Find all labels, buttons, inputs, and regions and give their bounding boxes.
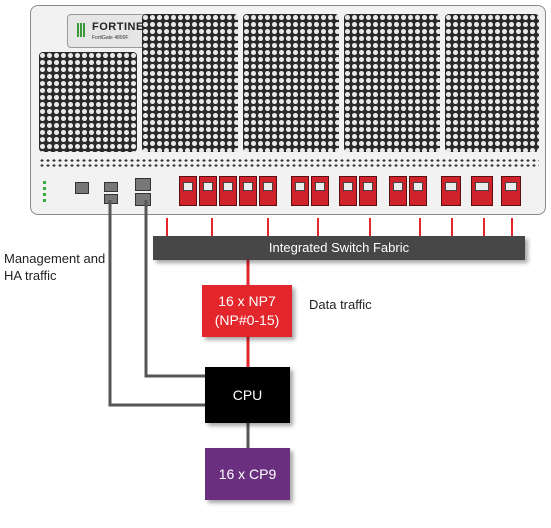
- data-traffic-label: Data traffic: [309, 297, 372, 312]
- np7-sublabel: (NP#0-15): [214, 312, 280, 328]
- qsfp-port: [359, 176, 377, 206]
- cp9-label: 16 x CP9: [218, 465, 277, 482]
- qsfp-port-group: [179, 176, 539, 208]
- ha-port-1: [135, 178, 151, 191]
- management-label: Management and HA traffic: [4, 251, 106, 283]
- np7-label: 16 x NP7: [218, 293, 276, 309]
- mgmt-to-cpu-link: [108, 200, 205, 407]
- qsfp-port: [259, 176, 277, 206]
- port-panel-vent: [39, 158, 539, 168]
- cpu-block: CPU: [205, 367, 290, 423]
- appliance-front-panel: FORTINET FortiGate 4800F: [30, 5, 546, 215]
- fan-grille-5: [445, 14, 539, 152]
- status-leds: [43, 181, 51, 211]
- qsfp-port: [199, 176, 217, 206]
- mgmt-port-1: [104, 182, 118, 192]
- fortinet-logo-icon: [77, 23, 87, 37]
- qsfp-port: [219, 176, 237, 206]
- qsfp-port: [471, 176, 493, 206]
- fan-grille-2: [142, 14, 238, 152]
- brand-name: FORTINET: [92, 21, 151, 33]
- fan-grille-3: [243, 14, 339, 152]
- switch-fabric-block: Integrated Switch Fabric: [153, 236, 525, 260]
- qsfp-port: [179, 176, 197, 206]
- ha-to-cpu-link: [144, 200, 205, 378]
- cp9-block: 16 x CP9: [205, 448, 290, 500]
- qsfp-port: [389, 176, 407, 206]
- fan-grille-1: [39, 52, 137, 152]
- console-port: [75, 182, 89, 194]
- qsfp-port: [409, 176, 427, 206]
- qsfp-port: [501, 176, 521, 206]
- qsfp-port: [311, 176, 329, 206]
- qsfp-port: [239, 176, 257, 206]
- model-name: FortiGate 4800F: [92, 35, 129, 41]
- cpu-label: CPU: [232, 386, 263, 403]
- qsfp-port: [291, 176, 309, 206]
- qsfp-port: [441, 176, 461, 206]
- fan-grille-4: [344, 14, 440, 152]
- np7-block: 16 x NP7 (NP#0-15): [202, 285, 292, 337]
- qsfp-port: [339, 176, 357, 206]
